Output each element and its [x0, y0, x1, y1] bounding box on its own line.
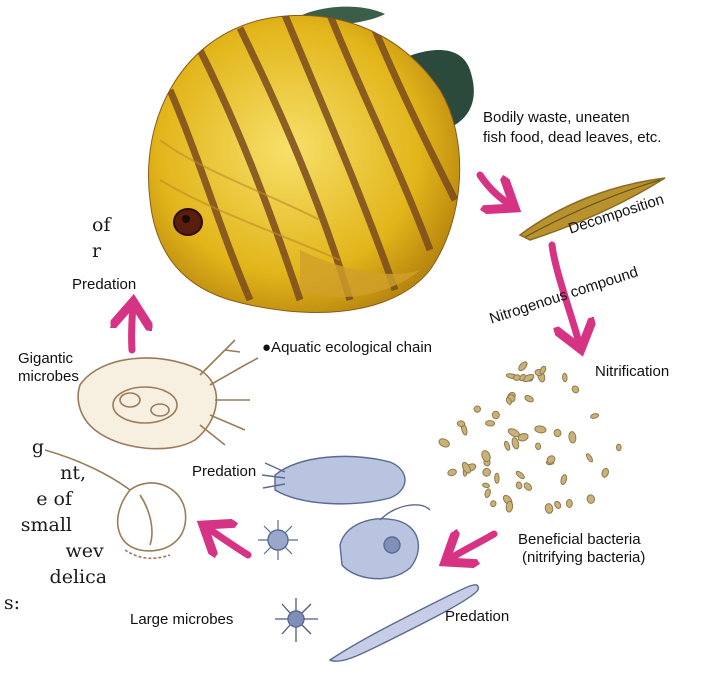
label-line: Gigantic — [18, 350, 79, 368]
label-nitrification: Nitrification — [595, 362, 669, 381]
label-predation-middle: Predation — [192, 462, 256, 481]
protozoa-1 — [275, 456, 405, 503]
bacterium — [616, 444, 621, 451]
bacterium — [474, 405, 481, 412]
label-predation-top: Predation — [72, 275, 136, 294]
label-beneficial-bacteria: Beneficial bacteria (nitrifying bacteria… — [518, 531, 645, 567]
bacterium — [492, 411, 499, 419]
label-line: Bodily waste, uneaten — [483, 108, 661, 128]
label-large-microbes: Large microbes — [130, 610, 233, 629]
protozoa-4 — [288, 611, 304, 627]
bacterium — [535, 443, 541, 450]
protozoa-2 — [340, 519, 418, 579]
bacterium — [457, 421, 465, 427]
label-predation-bottom: Predation — [445, 607, 509, 626]
label-line: microbes — [18, 368, 79, 386]
label-line: (nitrifying bacteria) — [518, 549, 645, 567]
bacterium — [562, 373, 567, 382]
bacterium — [495, 473, 500, 483]
label-chain-title: ●Aquatic ecological chain — [262, 338, 432, 357]
label-gigantic-microbes: Gigantic microbes — [18, 350, 79, 386]
bacterium — [566, 499, 572, 507]
label-line: fish food, dead leaves, etc. — [483, 128, 661, 148]
bacterium — [485, 420, 494, 426]
label-line: Beneficial bacteria — [518, 531, 645, 549]
arrow-gigantic-to-fish — [132, 305, 133, 350]
label-bodily-waste: Bodily waste, uneaten fish food, dead le… — [483, 108, 661, 148]
